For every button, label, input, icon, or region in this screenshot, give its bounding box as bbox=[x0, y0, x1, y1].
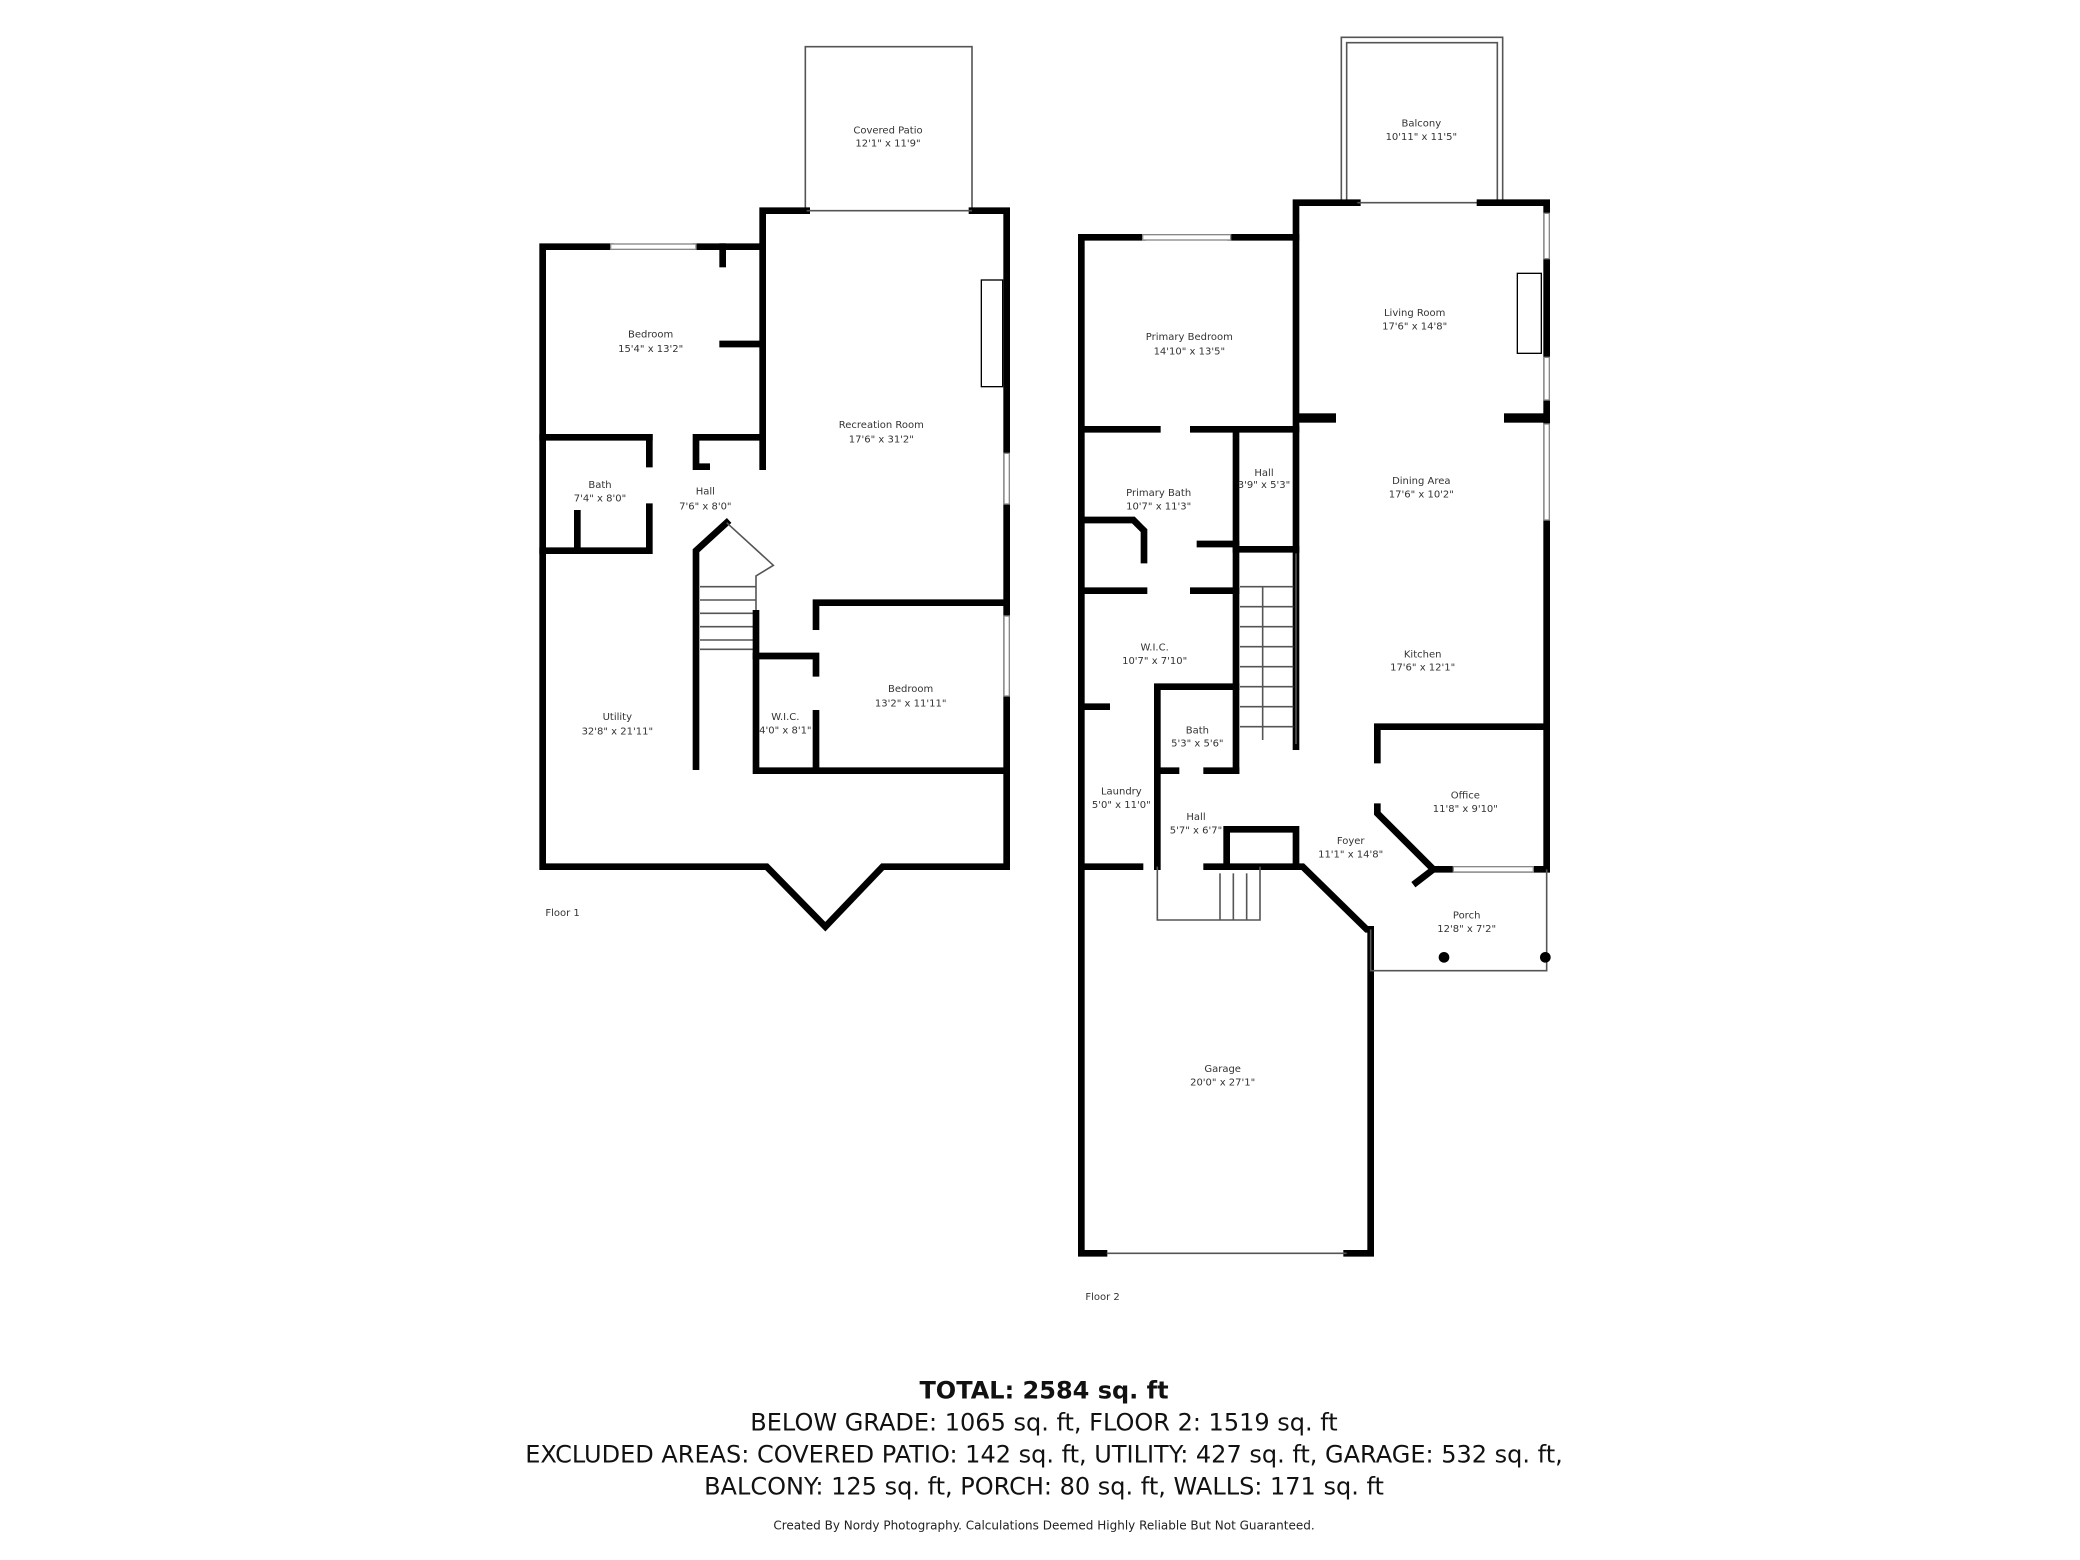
room-name: Primary Bedroom bbox=[1146, 332, 1233, 343]
room-dims: 12'1" x 11'9" bbox=[855, 139, 920, 150]
room-name: Dining Area bbox=[1392, 476, 1450, 487]
window bbox=[1543, 356, 1550, 401]
fireplace-icon bbox=[980, 279, 1004, 388]
fireplace-icon bbox=[1516, 272, 1542, 354]
room-name: Hall bbox=[696, 487, 715, 498]
room-name: Office bbox=[1451, 791, 1480, 802]
window bbox=[1543, 212, 1550, 260]
total-area: TOTAL: 2584 sq. ft bbox=[919, 1377, 1168, 1405]
room-dims: 4'0" x 8'1" bbox=[759, 725, 811, 736]
wall bbox=[692, 517, 732, 770]
window bbox=[1003, 615, 1010, 697]
room-name: Garage bbox=[1204, 1064, 1241, 1075]
wall bbox=[1504, 413, 1547, 423]
wall bbox=[1078, 516, 1148, 564]
window bbox=[609, 243, 697, 250]
room-dims: 5'7" x 6'7" bbox=[1170, 825, 1222, 836]
room-name: Bath bbox=[1186, 725, 1209, 736]
room-dims: 32'8" x 21'11" bbox=[582, 727, 654, 738]
room-dims: 5'0" x 11'0" bbox=[1092, 800, 1151, 811]
room-name: W.I.C. bbox=[1141, 643, 1169, 654]
balcony-rail bbox=[1345, 41, 1499, 203]
window bbox=[1003, 452, 1010, 505]
room-dims: 7'6" x 8'0" bbox=[679, 501, 731, 512]
room-name: Bedroom bbox=[628, 329, 673, 340]
room-name: Kitchen bbox=[1404, 649, 1442, 660]
outer-wall bbox=[539, 207, 1010, 932]
wall bbox=[1154, 683, 1240, 870]
room-name: Hall bbox=[1186, 812, 1205, 823]
room-dims: 10'11" x 11'5" bbox=[1386, 132, 1458, 143]
room-dims: 14'10" x 13'5" bbox=[1154, 347, 1226, 358]
excluded-areas: EXCLUDED AREAS: COVERED PATIO: 142 sq. f… bbox=[525, 1441, 1562, 1469]
porch-outline bbox=[1369, 869, 1548, 972]
floor-1-plan: Floor 1 Covered Patio 12'1" x 11'9" Bedr… bbox=[539, 45, 1010, 932]
porch-post bbox=[1540, 952, 1551, 963]
wall bbox=[752, 652, 820, 677]
floor-label: Floor 1 bbox=[545, 908, 579, 919]
room-name: Living Room bbox=[1384, 308, 1445, 319]
staircase bbox=[1240, 553, 1297, 744]
room-name: Laundry bbox=[1101, 787, 1142, 798]
window bbox=[1543, 423, 1550, 521]
wall bbox=[752, 610, 1010, 774]
wall bbox=[1374, 803, 1439, 888]
wall bbox=[692, 207, 810, 250]
room-dims: 15'4" x 13'2" bbox=[618, 344, 683, 355]
garage-steps bbox=[1156, 866, 1261, 921]
area-summary: TOTAL: 2584 sq. ft BELOW GRADE: 1065 sq.… bbox=[525, 1377, 1562, 1533]
wall bbox=[1374, 723, 1550, 764]
room-name: W.I.C. bbox=[771, 712, 799, 723]
room-dims: 11'8" x 9'10" bbox=[1433, 804, 1498, 815]
room-name: Porch bbox=[1453, 911, 1481, 922]
room-dims: 17'6" x 10'2" bbox=[1389, 489, 1454, 500]
wall bbox=[1296, 413, 1336, 423]
room-dims: 3'9" x 5'3" bbox=[1238, 480, 1290, 491]
room-labels: Balcony 10'11" x 11'5" Primary Bedroom 1… bbox=[1092, 119, 1498, 1089]
wall bbox=[539, 503, 653, 554]
room-name: Hall bbox=[1254, 468, 1273, 479]
room-labels: Covered Patio 12'1" x 11'9" Bedroom 15'4… bbox=[574, 125, 947, 737]
wall bbox=[692, 434, 766, 470]
floor-areas: BELOW GRADE: 1065 sq. ft, FLOOR 2: 1519 … bbox=[750, 1409, 1337, 1437]
room-dims: 7'4" x 8'0" bbox=[574, 493, 626, 504]
room-name: Utility bbox=[603, 712, 632, 723]
outer-wall bbox=[1078, 234, 1146, 1257]
room-dims: 17'6" x 12'1" bbox=[1390, 663, 1455, 674]
covered-patio-outline bbox=[804, 45, 973, 211]
wall bbox=[1203, 863, 1374, 1257]
room-name: Recreation Room bbox=[839, 420, 924, 431]
balcony-outline bbox=[1340, 36, 1504, 203]
room-name: Foyer bbox=[1337, 836, 1366, 847]
room-dims: 5'3" x 5'6" bbox=[1171, 739, 1223, 750]
room-name: Balcony bbox=[1402, 119, 1442, 130]
room-name: Bath bbox=[588, 480, 611, 491]
room-dims: 17'6" x 31'2" bbox=[849, 435, 914, 446]
wall bbox=[1223, 826, 1300, 870]
floor-label: Floor 2 bbox=[1085, 1292, 1119, 1303]
floor-2-plan: Floor 2 Balcony 10'11" x 11'5" Primary B… bbox=[1078, 36, 1551, 1303]
room-name: Covered Patio bbox=[853, 125, 922, 136]
window bbox=[1452, 865, 1534, 873]
porch-post bbox=[1438, 952, 1450, 963]
window bbox=[1141, 233, 1232, 241]
room-dims: 17'6" x 14'8" bbox=[1382, 321, 1447, 332]
wall bbox=[812, 599, 1010, 630]
room-dims: 10'7" x 7'10" bbox=[1122, 656, 1187, 667]
outer-wall bbox=[1430, 199, 1550, 873]
excluded-areas-continued: BALCONY: 125 sq. ft, PORCH: 80 sq. ft, W… bbox=[704, 1473, 1384, 1501]
room-dims: 11'1" x 14'8" bbox=[1318, 849, 1383, 860]
credit-note: Created By Nordy Photography. Calculatio… bbox=[773, 1518, 1314, 1532]
room-name: Bedroom bbox=[888, 684, 933, 695]
room-dims: 20'0" x 27'1" bbox=[1190, 1077, 1255, 1088]
wall bbox=[1227, 199, 1361, 241]
room-dims: 10'7" x 11'3" bbox=[1126, 501, 1191, 512]
staircase bbox=[700, 522, 775, 651]
room-dims: 12'8" x 7'2" bbox=[1437, 924, 1496, 935]
room-name: Primary Bath bbox=[1126, 488, 1191, 499]
room-dims: 13'2" x 11'11" bbox=[875, 699, 947, 710]
